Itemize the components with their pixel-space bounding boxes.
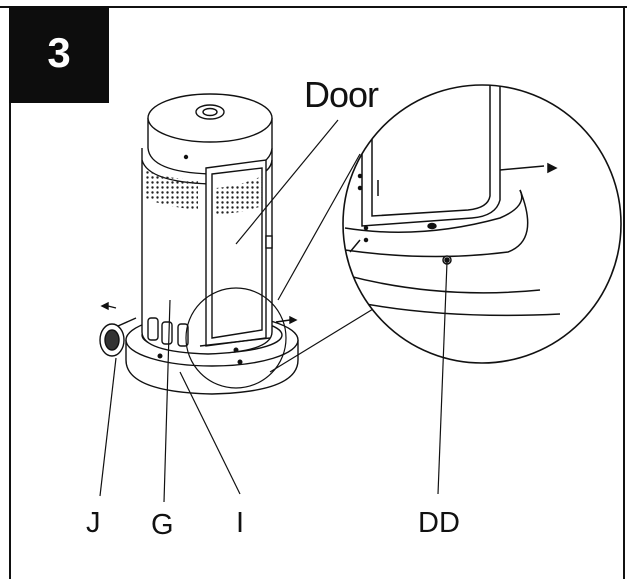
callout-g: G (151, 509, 174, 541)
callout-j: J (86, 507, 101, 539)
zoom-source-circle (185, 287, 287, 389)
callout-dd: DD (418, 507, 460, 539)
zoom-detail-circle (342, 84, 622, 364)
callout-i: I (236, 507, 245, 539)
panel-border-left (9, 6, 11, 579)
heater-body (99, 93, 299, 395)
zoom-detail-content (344, 85, 561, 317)
step-number: 3 (47, 29, 71, 76)
panel-border-right (623, 6, 625, 579)
step-number-badge: 3 (9, 6, 109, 103)
callout-door: Door (304, 74, 379, 115)
leader-lines (99, 119, 448, 503)
panel-border-top (0, 6, 627, 8)
